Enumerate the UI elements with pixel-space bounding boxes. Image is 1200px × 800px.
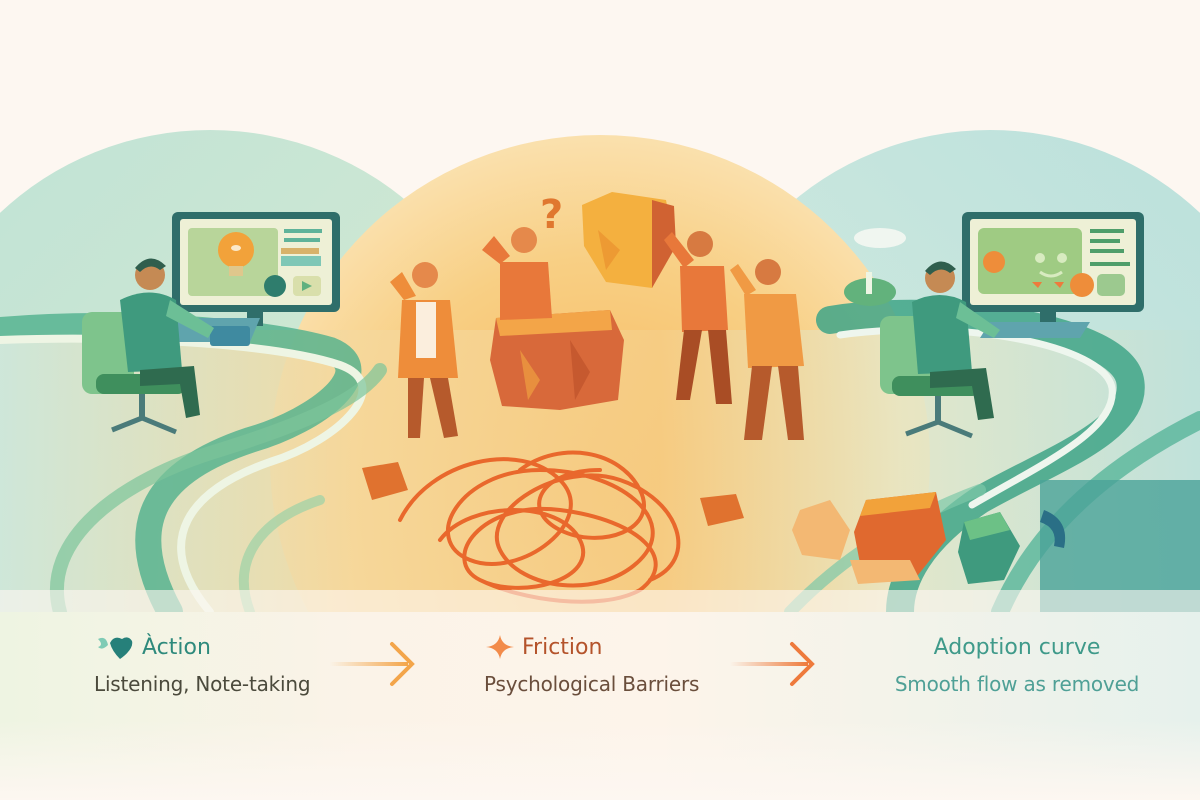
center-friction-scene: ? (362, 192, 1066, 604)
stage-action-title: Àction (142, 634, 211, 660)
person-lifting-rock (664, 231, 732, 404)
person-gesturing (730, 259, 804, 440)
lifted-rock (582, 192, 676, 288)
stage-adoption-subtitle: Smooth flow as removed (894, 672, 1140, 696)
green-badge-icon (1097, 274, 1125, 296)
green-block (958, 512, 1020, 584)
smiling-face-icon (1032, 253, 1067, 288)
stage-friction: Friction Psychological Barriers (484, 630, 700, 697)
small-block (700, 494, 744, 526)
boulder (490, 310, 624, 410)
small-block (362, 462, 408, 500)
caption-band (0, 612, 1200, 800)
person-scratching-head (390, 262, 458, 438)
stage-action-subtitle: Listening, Note-taking (94, 672, 311, 696)
stage-adoption: Adoption curve Smooth flow as removed (872, 630, 1162, 697)
butterfly-heart-icon (98, 637, 133, 659)
illustration-canvas: ? (0, 130, 1200, 612)
hand-removing-block (792, 492, 946, 584)
arrow-right-icon (730, 642, 815, 686)
stage-action: Àction Listening, Note-taking (94, 630, 311, 697)
stage-adoption-title: Adoption curve (933, 634, 1101, 660)
arrow-right-icon (330, 642, 415, 686)
right-workstation (844, 212, 1144, 439)
illustration: ? (0, 130, 1200, 612)
stage-friction-title-row: Friction (484, 630, 699, 664)
question-mark-icon: ? (540, 192, 563, 238)
stage-adoption-title-row: Adoption curve (872, 630, 1162, 664)
curved-arrow-icon (1040, 510, 1066, 548)
stage-action-title-row: Àction (94, 630, 310, 664)
orange-badge-icon (983, 251, 1005, 273)
chat-face-icon (264, 275, 286, 297)
stage-friction-title: Friction (522, 634, 603, 660)
sparkle-icon (486, 635, 514, 659)
lightbulb-icon (218, 232, 254, 276)
person-confused (482, 227, 552, 320)
stage-friction-subtitle: Psychological Barriers (484, 672, 700, 696)
orange-face-icon (1070, 273, 1094, 297)
left-workstation (82, 212, 340, 435)
